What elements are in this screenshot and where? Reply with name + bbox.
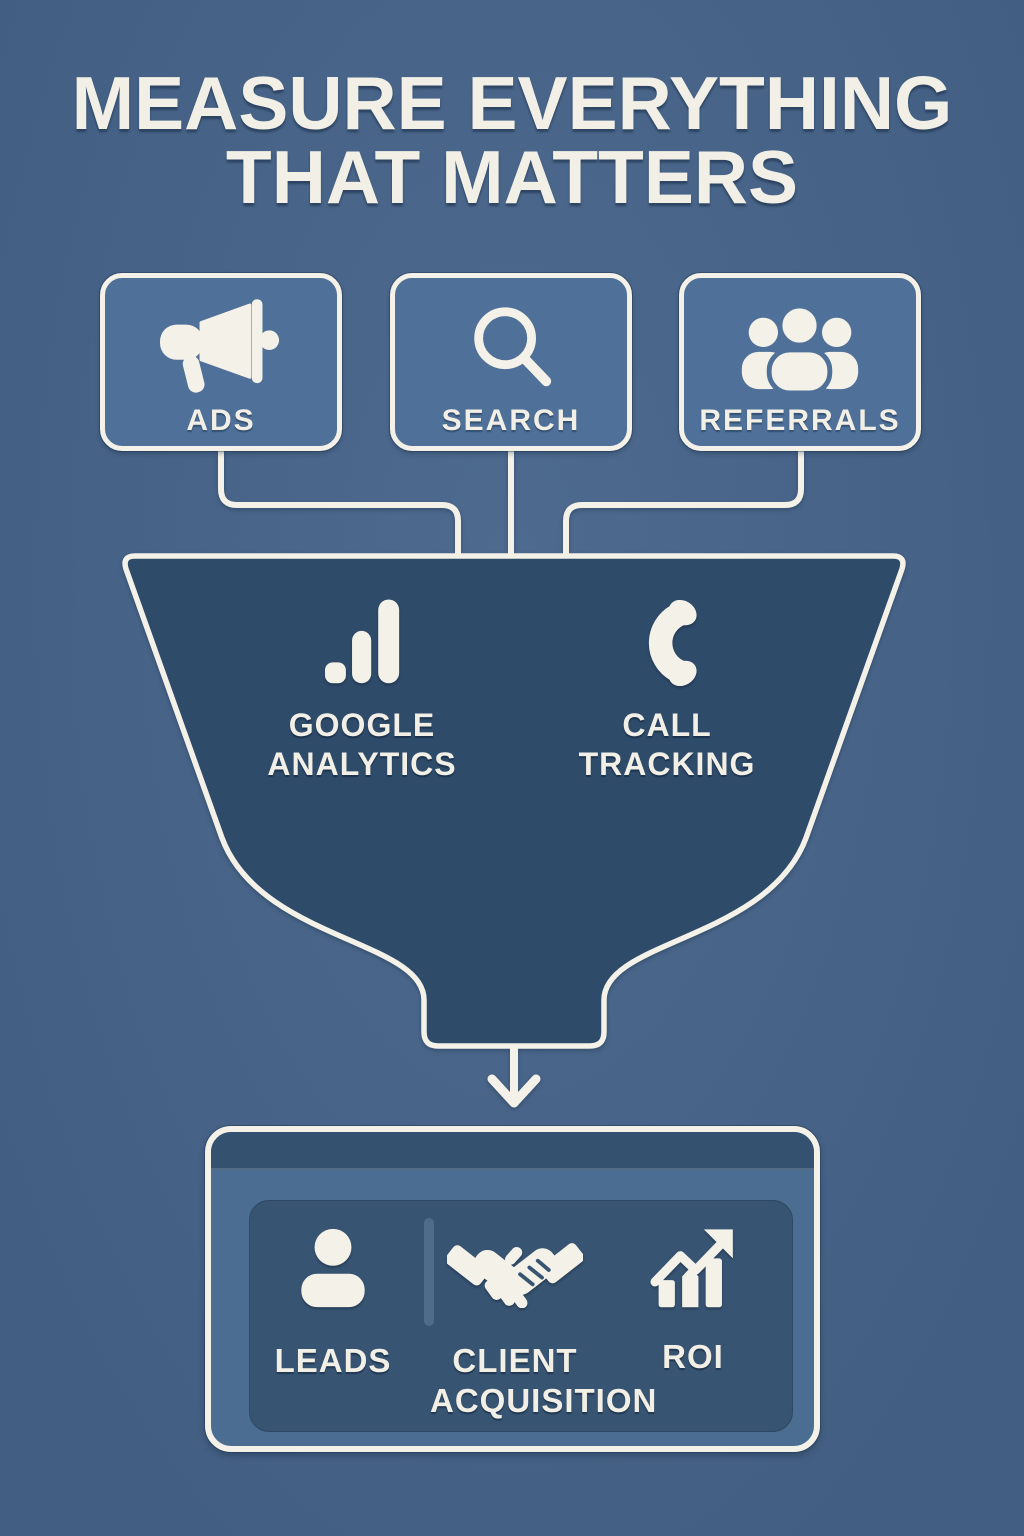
funnel-shape: [122, 553, 906, 1049]
arrow-down-icon: [487, 1044, 541, 1108]
phone-icon: [648, 599, 697, 687]
funnel-label-call: CALL: [622, 707, 712, 743]
connector-ads: [218, 451, 461, 556]
outcome-label-acquisition: ACQUISITION: [430, 1382, 658, 1419]
source-card-referrals: REFERRALS: [679, 273, 921, 451]
connector-referrals: [563, 451, 804, 556]
funnel-item-call-tracking: CALL TRACKING: [537, 594, 797, 784]
funnel-label-google: GOOGLE: [288, 707, 436, 743]
page-title-line1: MEASURE EVERYTHING: [71, 61, 953, 145]
connector-lines: [218, 451, 804, 556]
handshake-icon: [447, 1243, 583, 1308]
outcome-label-client: CLIENT: [452, 1342, 578, 1379]
outcomes-panel: LEADS: [249, 1200, 793, 1432]
bar-chart-icon: [324, 599, 399, 684]
source-card-ads: ADS: [100, 273, 342, 451]
outcome-item-roi: ROI: [633, 1224, 753, 1377]
source-card-search: SEARCH: [390, 273, 632, 451]
source-label-referrals: REFERRALS: [699, 404, 901, 437]
source-label-search: SEARCH: [441, 404, 581, 437]
megaphone-icon: [160, 299, 280, 393]
outcome-label-roi: ROI: [662, 1338, 724, 1375]
panel-divider: [424, 1218, 434, 1326]
funnel-item-google-analytics: GOOGLE ANALYTICS: [232, 596, 492, 784]
people-icon: [741, 303, 859, 396]
outcome-label-leads: LEADS: [274, 1342, 392, 1379]
outcomes-card-header-strip: [211, 1132, 814, 1170]
person-icon: [301, 1228, 365, 1308]
search-icon: [474, 307, 552, 387]
funnel-label-analytics: ANALYTICS: [267, 746, 457, 782]
page-title-line2: THAT MATTERS: [225, 135, 799, 219]
outcome-item-leads: LEADS: [273, 1226, 393, 1381]
funnel-label-tracking: TRACKING: [578, 746, 756, 782]
source-label-ads: ADS: [186, 404, 256, 437]
outcomes-card: LEADS: [205, 1126, 820, 1452]
growth-chart-icon: [650, 1229, 733, 1308]
page-title: MEASURE EVERYTHING THAT MATTERS: [0, 61, 1024, 219]
outcome-item-client-acquisition: CLIENT ACQUISITION: [430, 1232, 658, 1421]
